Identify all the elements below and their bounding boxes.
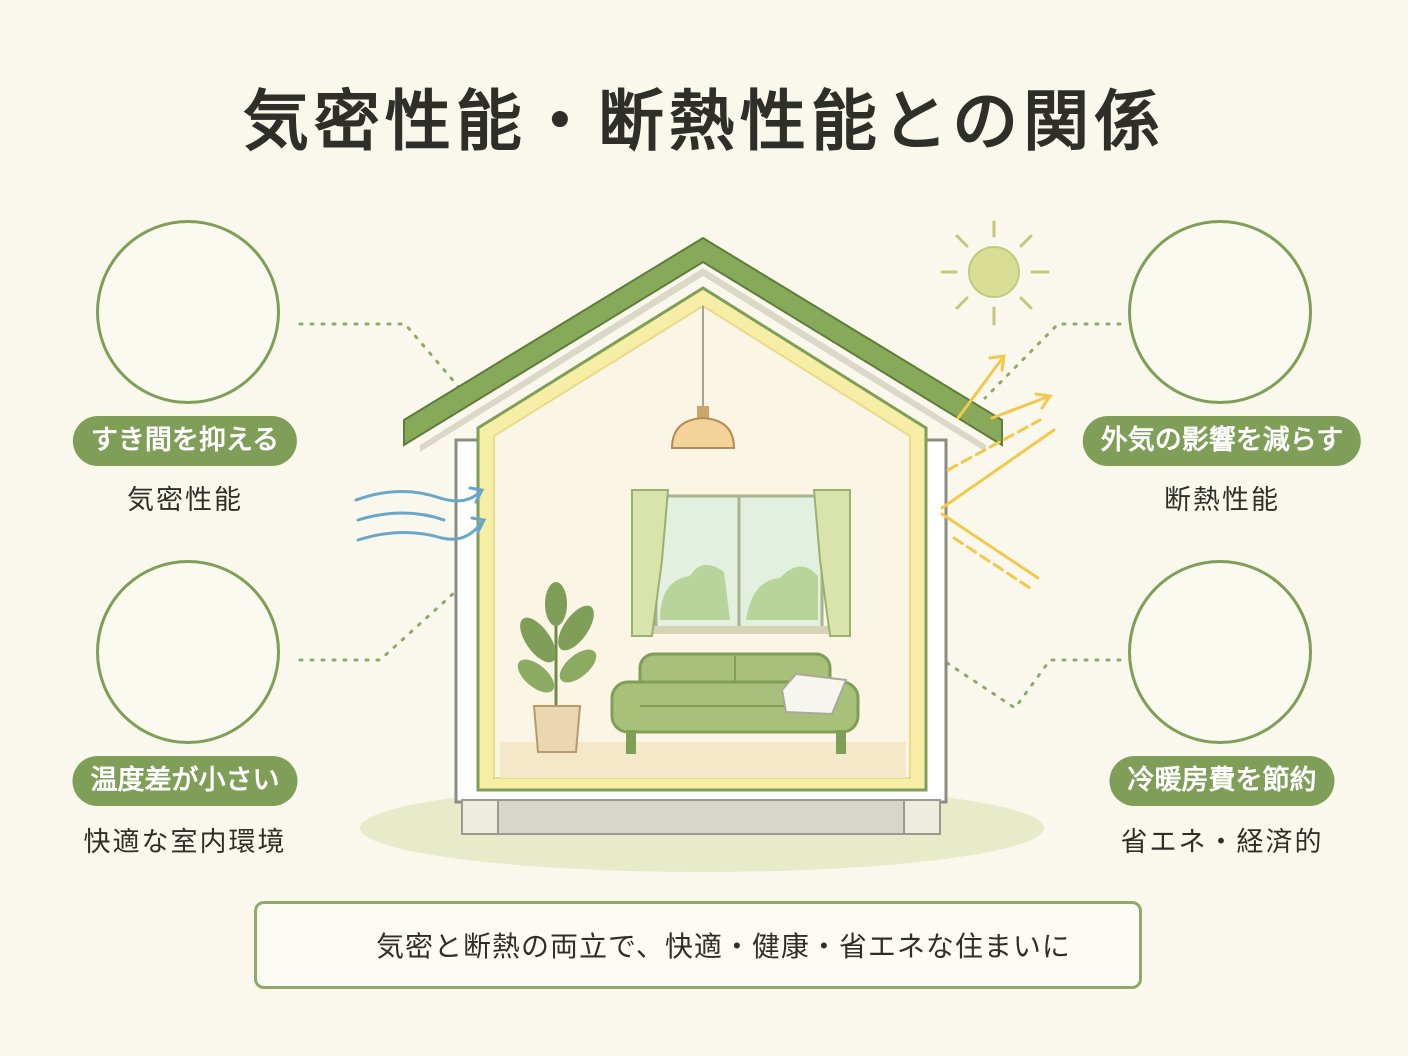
left-sub-2: 快適な室内環境: [83, 827, 287, 858]
circle-temperature: [96, 560, 280, 744]
right-label-1: 外気の影響を減らす: [1082, 416, 1362, 466]
bottom-message: 気密と断熱の両立で、快適・健康・省エネな住まいに: [376, 930, 1071, 963]
curtain-left: [631, 489, 670, 637]
circle-insulation: [1128, 220, 1312, 404]
roof: [403, 236, 1003, 447]
curtain-right: [812, 489, 851, 637]
pendant-lamp: [670, 416, 736, 449]
sun-icon: [940, 220, 1050, 326]
right-sub-2: 省エネ・経済的: [1120, 827, 1324, 858]
left-label-2: 温度差が小さい: [72, 756, 298, 806]
page-title: 気密性能・断熱性能との関係: [242, 83, 1166, 160]
left-sub-1: 気密性能: [127, 485, 243, 516]
right-label-2: 冷暖房費を節約: [1109, 756, 1335, 806]
plant: [517, 582, 597, 753]
wind-arrows-left: [354, 486, 487, 542]
left-label-1: すき間を抑える: [72, 416, 298, 466]
circle-savings: [1128, 560, 1312, 744]
bottom-message-box: [254, 901, 1142, 989]
connector-lines: [298, 322, 1122, 711]
heat-arrows-right: [940, 354, 1056, 590]
circle-airtight: [96, 220, 280, 404]
foundation: [461, 799, 941, 835]
right-sub-1: 断熱性能: [1164, 485, 1280, 516]
cushion: [780, 672, 848, 716]
